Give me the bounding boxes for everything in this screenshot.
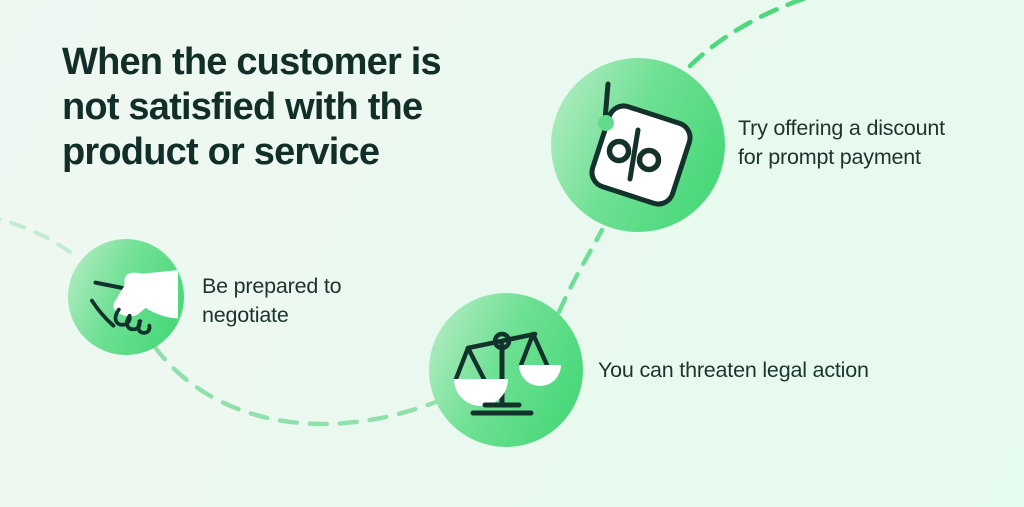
- step-label-negotiate: Be prepared to negotiate: [202, 272, 342, 330]
- handshake-icon: [90, 270, 178, 335]
- step-circle-negotiate: [68, 239, 184, 355]
- title-line: product or service: [62, 131, 380, 173]
- step-label-legal: You can threaten legal action: [598, 356, 869, 385]
- step-label-line: for prompt payment: [738, 145, 921, 169]
- step-label-line: negotiate: [202, 303, 289, 327]
- title-line: When the customer is: [62, 41, 442, 83]
- step-label-discount: Try offering a discount for prompt payme…: [738, 114, 945, 172]
- title-line: not satisfied with the: [62, 86, 423, 128]
- step-label-line: Be prepared to: [202, 274, 342, 298]
- flow-segment-middle: [151, 343, 439, 427]
- scales-of-justice-icon: [453, 331, 561, 416]
- step-circle-discount: [551, 58, 725, 232]
- page-title: When the customer is not satisfied with …: [62, 40, 442, 175]
- flow-segment-left: [0, 217, 72, 254]
- price-tag-percent-icon: [589, 81, 693, 207]
- step-circle-legal: [429, 293, 583, 447]
- flow-segment-top-right: [687, 0, 808, 69]
- flow-segment-scales-to-tag: [556, 227, 605, 315]
- step-label-line: Try offering a discount: [738, 116, 945, 140]
- step-label-line: You can threaten legal action: [598, 358, 869, 382]
